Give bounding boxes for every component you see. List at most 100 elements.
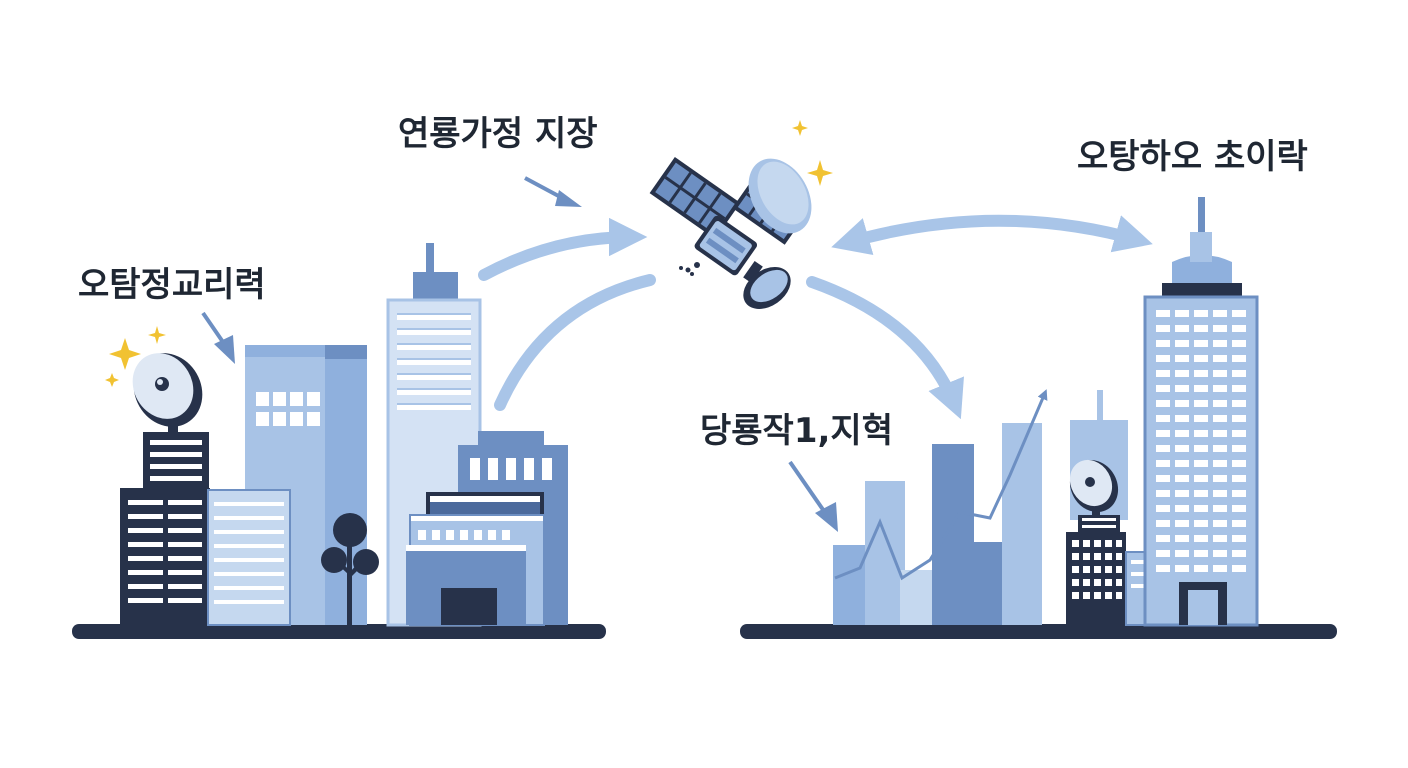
tower-window <box>1194 550 1208 557</box>
tower-window <box>1232 325 1246 332</box>
tree-icon <box>321 513 379 625</box>
sparkle-icon <box>792 120 833 186</box>
tower-window <box>1232 370 1246 377</box>
building-dark-with-dish <box>120 432 210 625</box>
tower-window <box>1175 460 1189 467</box>
tower-window <box>1232 565 1246 572</box>
tower-window <box>1213 415 1227 422</box>
tower-window <box>1232 550 1246 557</box>
tower-window <box>1194 355 1208 362</box>
tower-window <box>1175 490 1189 497</box>
tower-window <box>1156 385 1170 392</box>
tower-window <box>1175 565 1189 572</box>
tower-window <box>1156 310 1170 317</box>
tower-window <box>1156 535 1170 542</box>
tower-window <box>1194 415 1208 422</box>
tower-window <box>1175 535 1189 542</box>
tower-window <box>1232 475 1246 482</box>
tower-window <box>1156 460 1170 467</box>
tower-window <box>1213 340 1227 347</box>
tower-window <box>1175 385 1189 392</box>
tower-window <box>1156 505 1170 512</box>
tower-window <box>1232 385 1246 392</box>
tower-window <box>1156 520 1170 527</box>
connection-arrows <box>478 214 1153 420</box>
tower-window <box>1213 400 1227 407</box>
arrow-building-to-satellite <box>494 274 656 411</box>
tower-window <box>1194 325 1208 332</box>
tower-window <box>1175 445 1189 452</box>
tower-window <box>1156 445 1170 452</box>
tower-window <box>1232 490 1246 497</box>
tower-window <box>1213 325 1227 332</box>
tower-window <box>1232 445 1246 452</box>
right-city <box>833 197 1259 627</box>
left-ground-line <box>72 624 606 639</box>
tower-window <box>1213 385 1227 392</box>
tower-window <box>1232 340 1246 347</box>
tower-window <box>1156 400 1170 407</box>
tower-window <box>1232 505 1246 512</box>
tower-window <box>1175 415 1189 422</box>
tower-window <box>1156 490 1170 497</box>
tower-window <box>1156 370 1170 377</box>
left-city <box>105 243 568 627</box>
satellite-dish-icon <box>132 353 203 434</box>
pointer-arrows <box>201 176 838 532</box>
tower-window <box>1232 460 1246 467</box>
tower-window <box>1213 355 1227 362</box>
tower-window <box>1213 445 1227 452</box>
tower-window <box>1194 385 1208 392</box>
tower-window <box>1232 520 1246 527</box>
tower-window <box>1175 505 1189 512</box>
tower-window <box>1175 325 1189 332</box>
tower-window <box>1213 430 1227 437</box>
tower-window <box>1213 475 1227 482</box>
tower-window <box>1194 310 1208 317</box>
tower-window <box>1156 430 1170 437</box>
arrow-satellite-to-right-chart <box>806 276 964 420</box>
tower-window <box>1194 460 1208 467</box>
arrow-left-to-satellite <box>478 217 648 281</box>
satellite-dish-icon <box>1069 459 1119 517</box>
tower-window <box>1194 520 1208 527</box>
tower-window <box>1194 490 1208 497</box>
tower-window <box>1213 505 1227 512</box>
label-right-tower: 오탕하오 초이락 <box>1077 137 1308 177</box>
building-tower-right <box>1143 197 1259 627</box>
label-right-chart: 당룡작1,지혁 <box>700 411 893 451</box>
tower-window <box>1213 565 1227 572</box>
satellite-icon <box>649 157 812 309</box>
tower-window <box>1194 505 1208 512</box>
tower-window <box>1232 415 1246 422</box>
building-tiered <box>406 431 568 626</box>
tower-window <box>1175 340 1189 347</box>
tower-window <box>1213 535 1227 542</box>
label-satellite-link: 연룡가정 지장 <box>398 114 598 154</box>
tower-window <box>1194 430 1208 437</box>
tower-window <box>1232 430 1246 437</box>
tower-window <box>1156 550 1170 557</box>
tower-window <box>1213 490 1227 497</box>
tower-window <box>1194 445 1208 452</box>
tower-window <box>1175 400 1189 407</box>
right-ground-line <box>740 624 1337 639</box>
tower-window <box>1175 370 1189 377</box>
tower-window <box>1194 535 1208 542</box>
tower-window <box>1194 565 1208 572</box>
tower-window <box>1232 535 1246 542</box>
tower-window <box>1232 355 1246 362</box>
tower-window <box>1194 370 1208 377</box>
tower-window <box>1194 475 1208 482</box>
tower-window <box>1175 310 1189 317</box>
tower-window <box>1156 340 1170 347</box>
tower-window <box>1175 520 1189 527</box>
building-annex <box>207 489 291 626</box>
trend-arrow-icon <box>834 389 1048 581</box>
tower-window <box>1213 520 1227 527</box>
tower-window <box>1156 325 1170 332</box>
tower-window <box>1194 340 1208 347</box>
tower-window <box>1175 355 1189 362</box>
arrow-satellite-to-right-tower <box>831 214 1153 256</box>
